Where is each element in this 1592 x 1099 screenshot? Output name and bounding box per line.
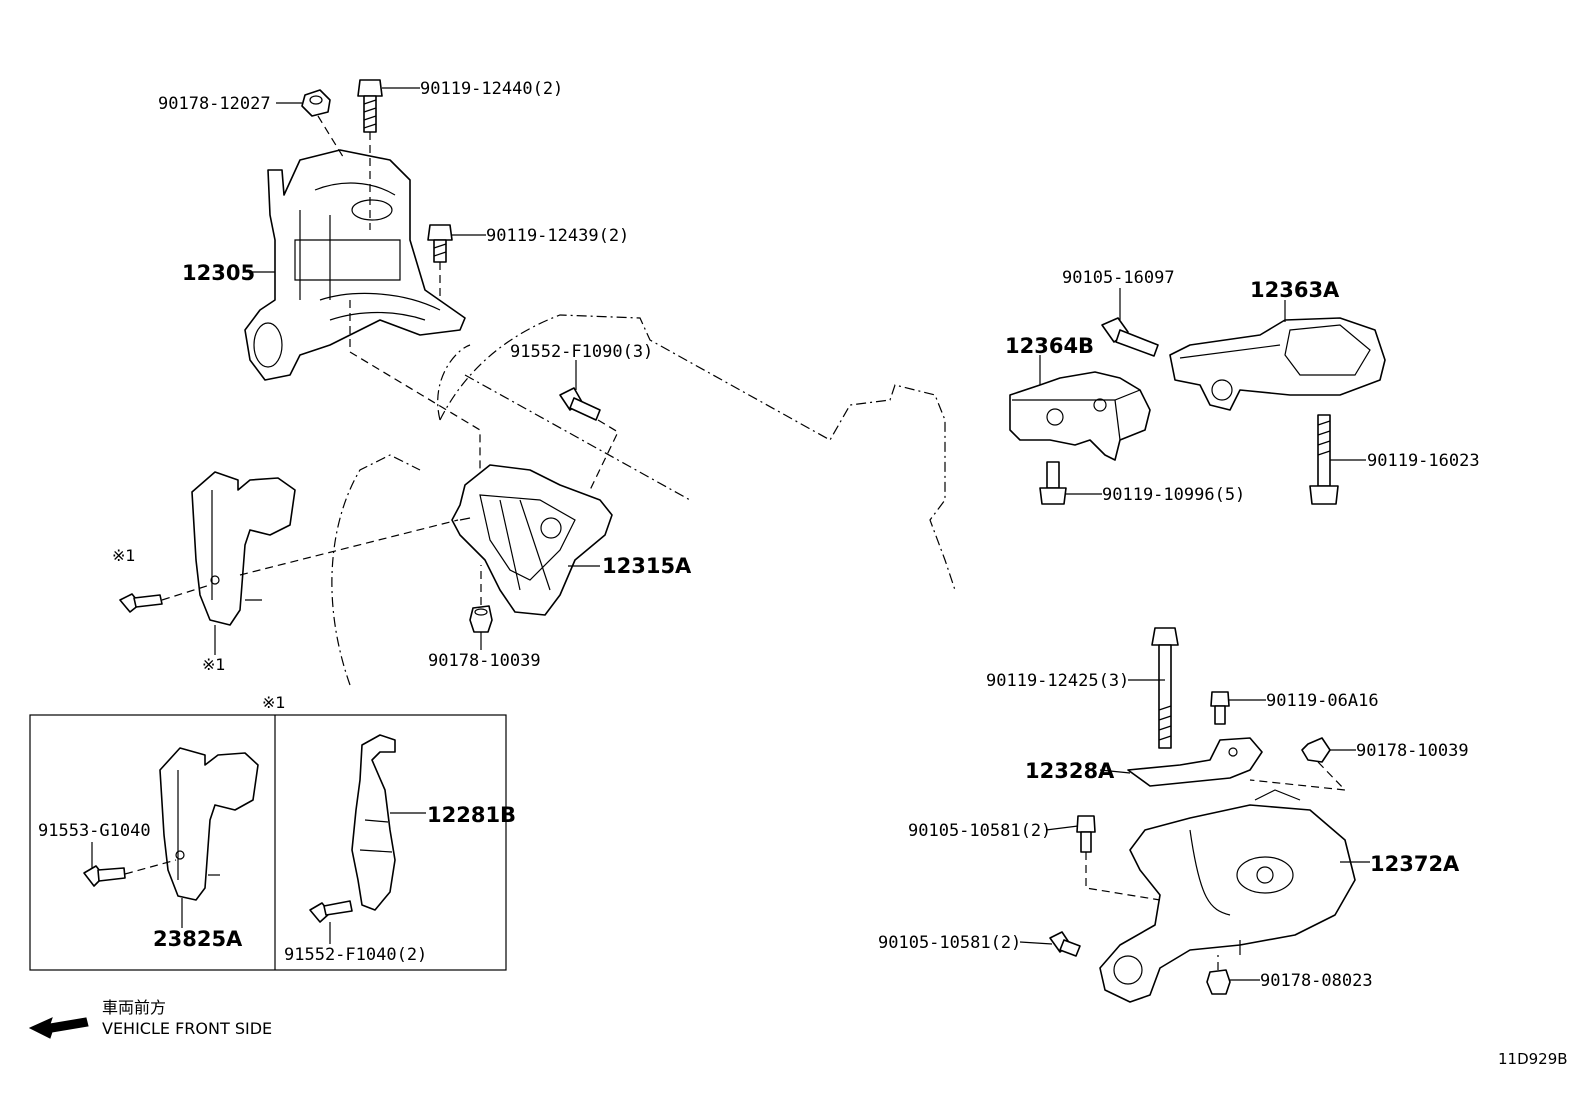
label-12372A: 12372A: [1370, 852, 1460, 876]
nut-90178-10039-left: [469, 605, 493, 633]
label-90119-12439: 90119-12439(2): [486, 226, 629, 246]
bolt-90119-16023: [1309, 414, 1339, 505]
label-12305: 12305: [182, 261, 255, 285]
note-mark1-cover: ※1: [202, 655, 226, 674]
bolt-90105-10581-lower: [1049, 931, 1081, 957]
cover-23825A-installed: [191, 471, 296, 626]
label-90119-06A16: 90119-06A16: [1266, 691, 1379, 711]
bolt-90119-10996: [1039, 461, 1067, 505]
label-91553-G1040: 91553-G1040: [38, 821, 151, 841]
label-90119-12440: 90119-12440(2): [420, 79, 563, 99]
label-12315A: 12315A: [602, 554, 692, 578]
label-23825A: 23825A: [153, 927, 243, 951]
mount-bracket-12372A: [1099, 789, 1356, 1003]
leader-lines: [91, 87, 1370, 981]
bolt-91552-F1040: [309, 900, 353, 923]
engine-outline: [331, 314, 956, 686]
note-mark1-box: ※1: [262, 693, 286, 712]
cover-23825A: [159, 747, 259, 901]
legend-jp: 車両前方: [102, 998, 166, 1017]
label-90119-16023: 90119-16023: [1367, 451, 1480, 471]
bolt-91552-F1090: [559, 387, 601, 421]
diagram-code: 11D929B: [1498, 1050, 1568, 1068]
label-90178-10039-left: 90178-10039: [428, 651, 541, 671]
label-90105-10581-lower: 90105-10581(2): [878, 933, 1021, 953]
arrow-left-icon: [28, 1017, 89, 1039]
label-91552-F1090: 91552-F1090(3): [510, 342, 653, 362]
nut-90178-12027: [301, 89, 331, 117]
bracket-12315A: [451, 464, 613, 616]
label-90178-12027: 90178-12027: [158, 94, 271, 114]
bolt-90105-10581-upper: [1076, 815, 1096, 853]
bolt-90119-12425: [1151, 627, 1179, 749]
inset-box: [29, 714, 507, 971]
nut-90178-10039-right: [1301, 737, 1331, 763]
label-90105-10581-upper: 90105-10581(2): [908, 821, 1051, 841]
label-12364B: 12364B: [1005, 334, 1094, 358]
engine-mount-12305: [244, 149, 466, 381]
label-90119-12425: 90119-12425(3): [986, 671, 1129, 691]
torque-rod-12363A: [1169, 317, 1386, 411]
bolt-90119-06A16: [1210, 691, 1230, 725]
bolt-90105-16097: [1101, 317, 1159, 357]
bolt-90119-12440: [357, 79, 383, 133]
mount-12364B: [1009, 371, 1151, 461]
label-90119-10996: 90119-10996(5): [1102, 485, 1245, 505]
nut-90178-08023: [1206, 969, 1231, 995]
bolt-mark1: [119, 593, 163, 613]
label-90178-10039-right: 90178-10039: [1356, 741, 1469, 761]
legend-en: VEHICLE FRONT SIDE: [102, 1019, 272, 1038]
plate-12328A: [1127, 737, 1263, 787]
bolt-91553-G1040: [83, 865, 126, 887]
label-12281B: 12281B: [427, 803, 516, 827]
label-12363A: 12363A: [1250, 278, 1340, 302]
vehicle-front-legend: 車両前方 VEHICLE FRONT SIDE: [28, 998, 272, 1039]
hook-12281B: [351, 734, 396, 911]
label-90105-16097: 90105-16097: [1062, 268, 1175, 288]
label-91552-F1040: 91552-F1040(2): [284, 945, 427, 965]
label-90178-08023: 90178-08023: [1260, 971, 1373, 991]
bolt-90119-12439: [427, 224, 453, 263]
label-12328A: 12328A: [1025, 759, 1115, 783]
note-mark1-bolt: ※1: [112, 546, 136, 565]
